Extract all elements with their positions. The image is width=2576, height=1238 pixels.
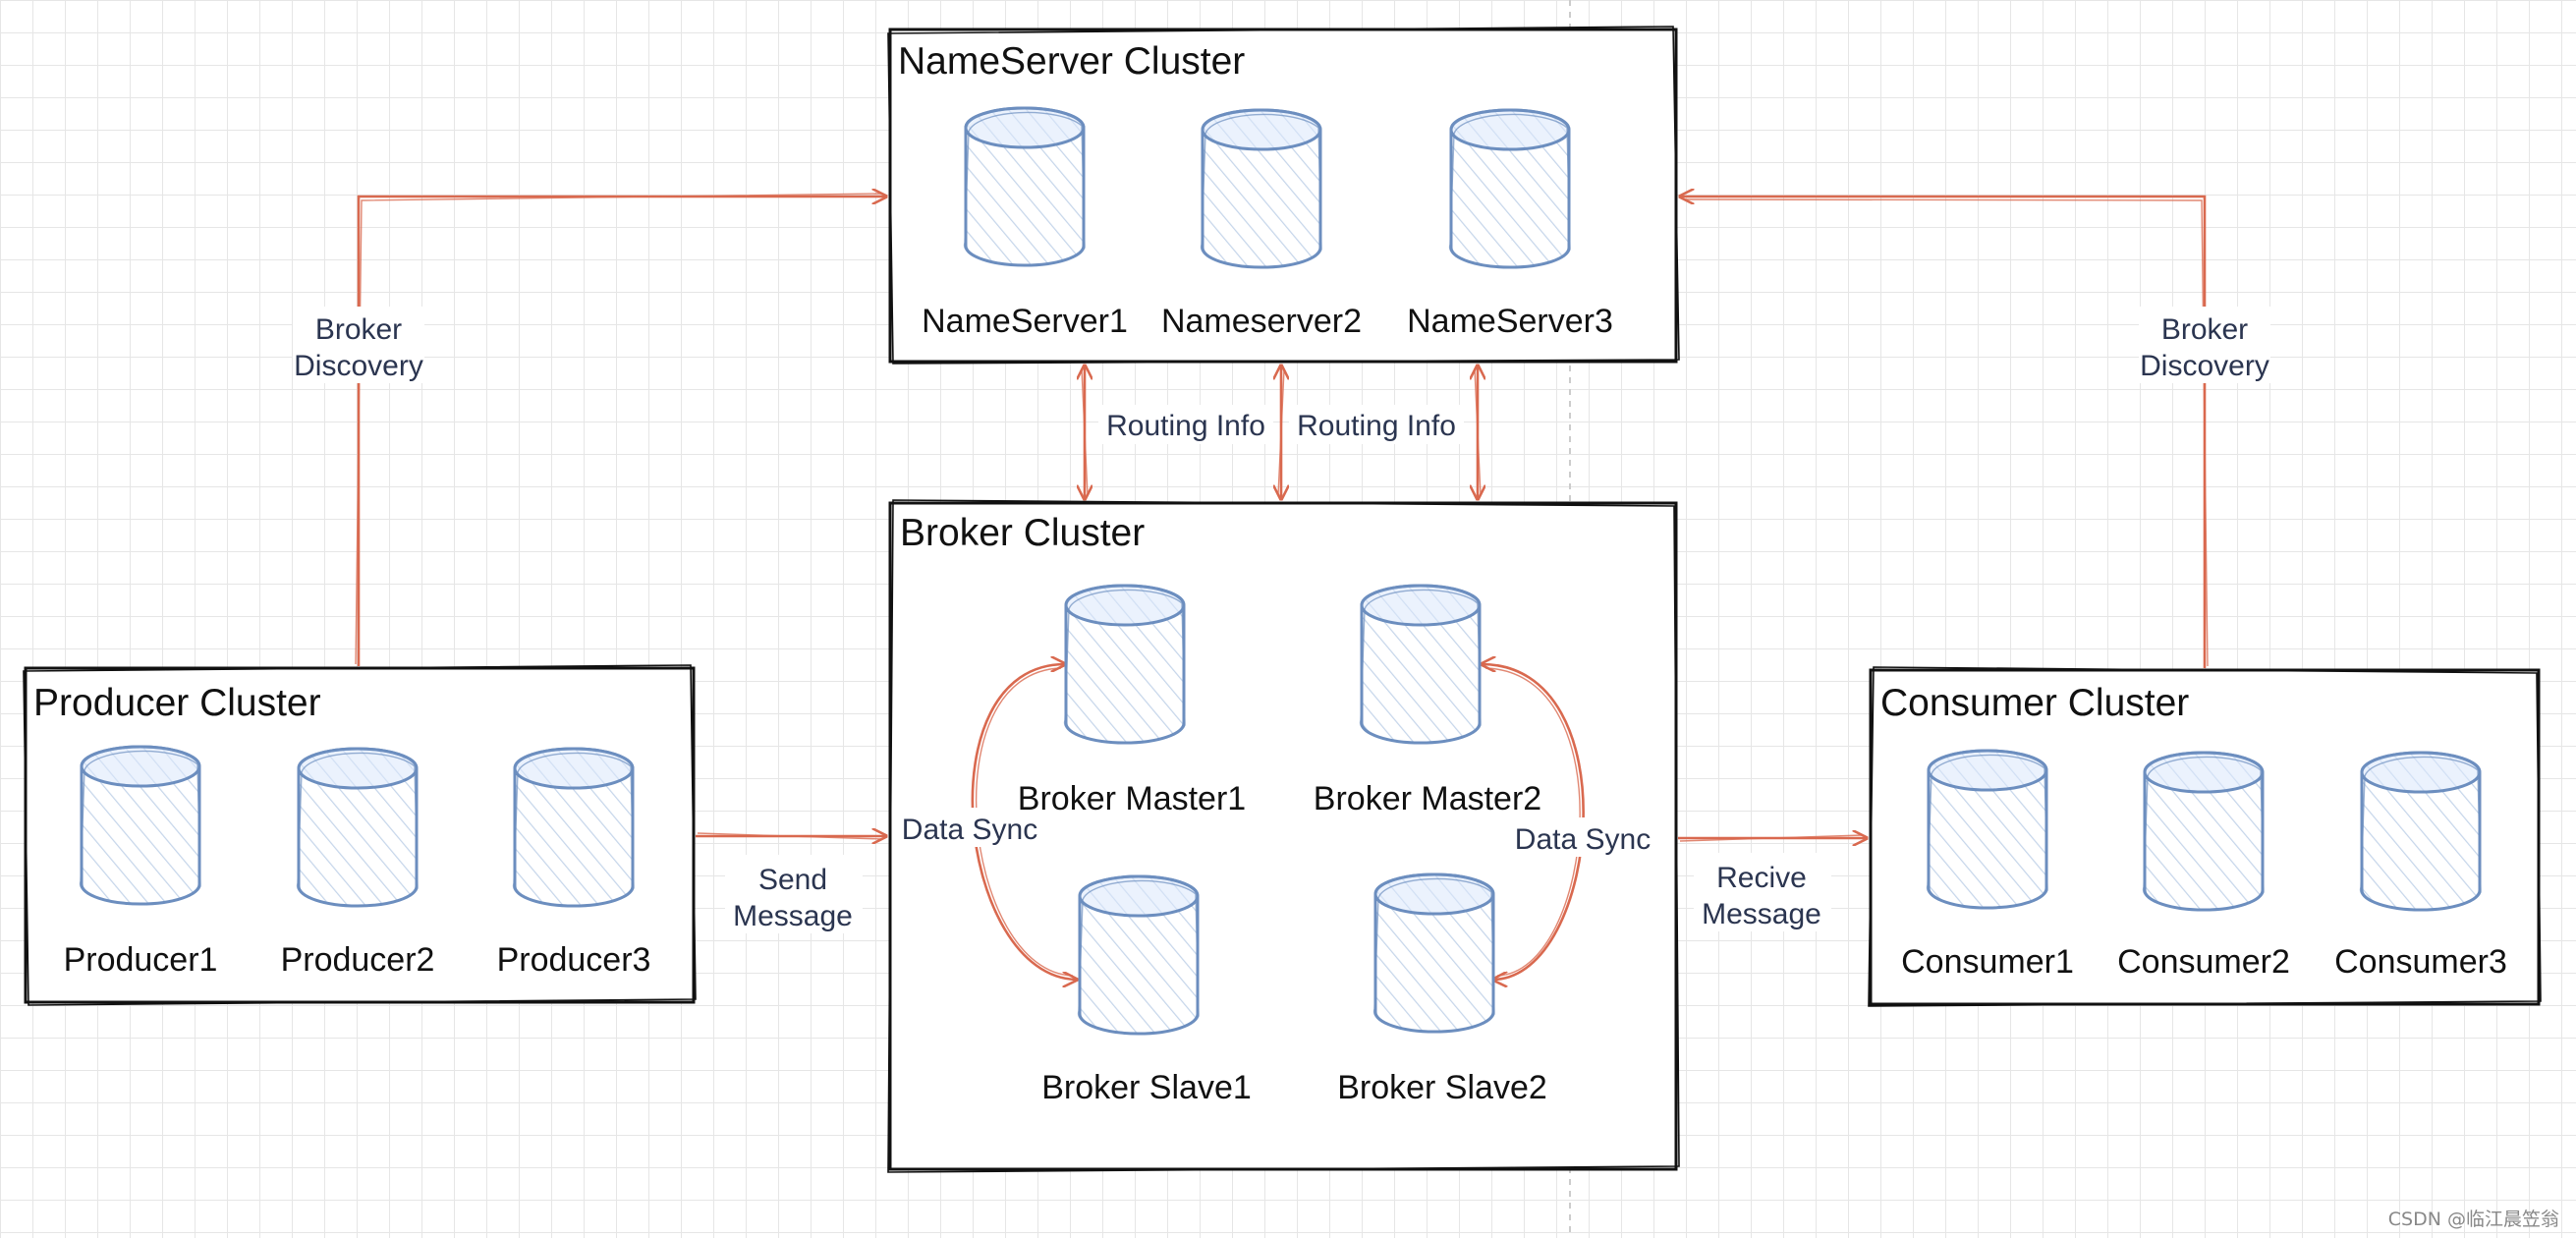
- node-label-consumer3: Consumer3: [2334, 943, 2507, 981]
- db-broker-master1-icon: [1063, 584, 1186, 745]
- svg-text:Routing Info: Routing Info: [1106, 410, 1265, 442]
- svg-text:Message: Message: [1702, 898, 1821, 930]
- svg-text:Data Sync: Data Sync: [902, 814, 1037, 846]
- arrow-broker-discovery-left: [357, 197, 886, 666]
- node-label-broker-slave1: Broker Slave1: [1041, 1069, 1252, 1106]
- consumer-cluster-title: Consumer Cluster: [1880, 682, 2189, 724]
- svg-text:Send: Send: [758, 864, 827, 896]
- svg-text:Discovery: Discovery: [2140, 350, 2269, 382]
- db-consumer3-icon: [2359, 751, 2482, 912]
- db-producer3-icon: [512, 747, 635, 908]
- node-label-consumer1: Consumer1: [1901, 943, 2074, 981]
- node-label-broker-master1: Broker Master1: [1018, 780, 1246, 817]
- node-label-producer1: Producer1: [64, 941, 218, 979]
- node-labels: NameServer1 Nameserver2 NameServer3 Brok…: [64, 303, 2507, 1106]
- node-label-nameserver1: NameServer1: [922, 303, 1128, 340]
- svg-text:Recive: Recive: [1716, 862, 1807, 894]
- label-data-sync-left: Data Sync: [896, 808, 1043, 847]
- svg-text:Broker: Broker: [2161, 313, 2248, 346]
- label-routing-info-1: Routing Info: [1098, 405, 1273, 444]
- arrow-broker-discovery-right: [1680, 197, 2207, 668]
- svg-text:Message: Message: [733, 900, 853, 932]
- db-consumer2-icon: [2142, 751, 2265, 912]
- node-label-producer3: Producer3: [497, 941, 651, 979]
- svg-text:Data Sync: Data Sync: [1515, 823, 1651, 856]
- label-broker-discovery-left: Broker Discovery: [293, 307, 424, 383]
- label-send-message: Send Message: [725, 855, 863, 933]
- broker-cluster-title: Broker Cluster: [900, 512, 1145, 554]
- label-broker-discovery-right: Broker Discovery: [2139, 307, 2270, 383]
- db-nameserver3-icon: [1448, 108, 1571, 269]
- node-label-producer2: Producer2: [281, 941, 435, 979]
- db-broker-slave1-icon: [1077, 874, 1200, 1036]
- db-consumer1-icon: [1926, 749, 2048, 910]
- node-label-broker-master2: Broker Master2: [1314, 780, 1541, 817]
- db-nameserver1-icon: [963, 106, 1086, 267]
- node-label-broker-slave2: Broker Slave2: [1337, 1069, 1547, 1106]
- database-nodes: [79, 106, 2482, 1036]
- edge-labels: Broker Discovery Broker Discovery Routin…: [293, 307, 2270, 933]
- label-data-sync-right: Data Sync: [1509, 817, 1656, 857]
- node-label-consumer2: Consumer2: [2117, 943, 2290, 981]
- nameserver-cluster-title: NameServer Cluster: [898, 40, 1245, 83]
- svg-text:Discovery: Discovery: [294, 350, 423, 382]
- db-producer1-icon: [79, 745, 201, 906]
- svg-text:Broker: Broker: [315, 313, 402, 346]
- svg-text:Routing Info: Routing Info: [1297, 410, 1456, 442]
- node-label-nameserver2: Nameserver2: [1161, 303, 1362, 340]
- db-broker-master2-icon: [1359, 584, 1482, 745]
- node-label-nameserver3: NameServer3: [1407, 303, 1613, 340]
- producer-cluster-title: Producer Cluster: [33, 682, 321, 724]
- db-broker-slave2-icon: [1372, 872, 1495, 1034]
- watermark: CSDN @临江晨笠翁: [2388, 1209, 2559, 1230]
- label-receive-message: Recive Message: [1694, 853, 1831, 931]
- db-producer2-icon: [296, 747, 419, 908]
- db-nameserver2-icon: [1200, 108, 1322, 269]
- arrows: [355, 194, 2209, 980]
- label-routing-info-2: Routing Info: [1289, 405, 1464, 444]
